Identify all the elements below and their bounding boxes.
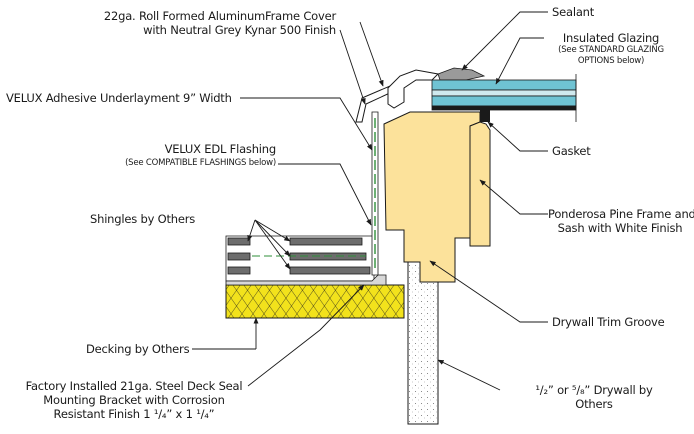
label-glazing-note-line2: OPTIONS below) (577, 56, 645, 66)
drywall (407, 255, 439, 425)
sealant-bead (437, 67, 486, 81)
steel-deck-seal-bracket (225, 274, 387, 286)
label-bracket-line1: Factory Installed 21ga. Steel Deck Seal (25, 379, 243, 393)
leader-shingle-4 (254, 219, 291, 270)
label-frame-cover: 22ga. Roll Formed AluminumFrame Cover wi… (64, 9, 336, 37)
label-shingles: Shingles by Others (90, 212, 196, 226)
leader-trim-groove (429, 260, 548, 323)
leader-frame (479, 179, 548, 215)
label-glazing: Insulated Glazing (See STANDARD GLAZING … (536, 31, 686, 67)
label-edl-flashing-note: (See COMPATIBLE FLASHINGS below) (125, 158, 276, 168)
label-bracket: Factory Installed 21ga. Steel Deck Seal … (20, 379, 248, 421)
label-edl-flashing-title: VELUX EDL Flashing (164, 142, 277, 156)
label-glazing-title: Insulated Glazing (562, 31, 660, 45)
label-drywall: ¹/₂” or ⁵/₈” Drywall by Others (504, 383, 684, 411)
label-frame-cover-line1: 22ga. Roll Formed AluminumFrame Cover (103, 9, 336, 23)
label-frame: Ponderosa Pine Frame and Sash with White… (548, 207, 694, 235)
label-drywall-line2: Others (575, 397, 613, 411)
label-drywall-line1: ¹/₂” or ⁵/₈” Drywall by (535, 383, 653, 397)
leader-shingle-1 (247, 219, 256, 242)
label-frame-line1: Ponderosa Pine Frame and (548, 207, 694, 221)
label-bracket-line2: Mounting Bracket with Corrosion (43, 393, 225, 407)
leader-frame-cover-2 (339, 29, 366, 105)
leader-sealant (461, 11, 548, 71)
leader-frame-cover-1 (359, 21, 384, 87)
gasket (480, 110, 490, 122)
label-bracket-line3: Resistant Finish 1 ¹/₄” x 1 ¹/₄” (53, 407, 215, 421)
label-gasket: Gasket (552, 144, 591, 158)
label-glazing-note-line1: (See STANDARD GLAZING (558, 45, 664, 55)
leader-shingle-2 (254, 219, 291, 242)
label-edl-flashing: VELUX EDL Flashing (See COMPATIBLE FLASH… (60, 142, 276, 169)
leader-underlayment (240, 97, 373, 151)
leader-gasket (487, 121, 548, 152)
label-sealant: Sealant (552, 5, 595, 19)
label-underlayment: VELUX Adhesive Underlayment 9” Width (6, 91, 232, 105)
leader-bracket (247, 284, 365, 387)
leader-edl-flashing (278, 163, 372, 226)
label-decking: Decking by Others (86, 342, 190, 356)
label-trim-groove: Drywall Trim Groove (552, 315, 665, 329)
insulated-glazing (431, 79, 577, 111)
leader-shingle-3 (254, 219, 291, 257)
leader-drywall (437, 359, 501, 391)
pine-sash (469, 121, 491, 247)
label-frame-cover-line2: with Neutral Grey Kynar 500 Finish (143, 23, 336, 37)
leader-glazing (495, 37, 544, 85)
label-frame-line2: Sash with White Finish (557, 221, 683, 235)
pine-frame (383, 111, 481, 283)
